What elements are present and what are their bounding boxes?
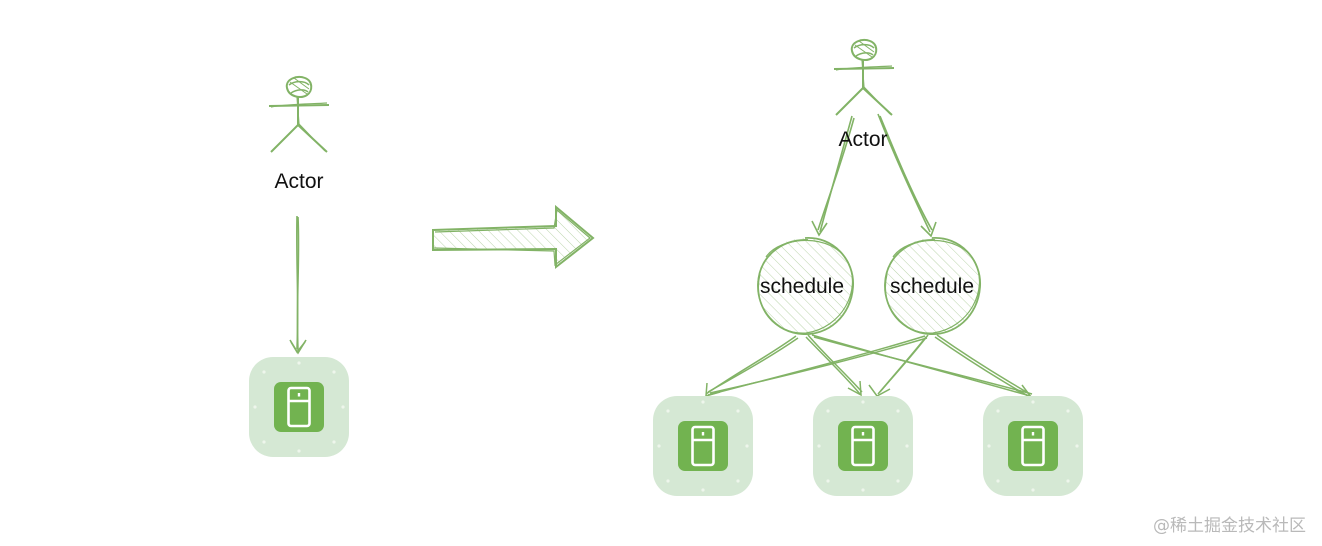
actor-to-schedule-arrows [811,113,937,238]
watermark: @稀土掘金技术社区 [1153,516,1306,536]
schedule-label: schedule [889,275,975,298]
actor-to-server-arrow [289,215,307,355]
server-icon [983,396,1083,496]
actor-label: Actor [838,128,888,151]
server-icon [653,396,753,496]
arrow-right-icon [432,204,595,270]
person-icon [833,39,895,116]
actor-label: Actor [274,170,324,193]
server-icon [813,396,913,496]
server-icon [249,357,349,457]
person-icon [268,76,330,153]
schedule-label: schedule [759,275,845,298]
schedule-to-server-arrows [705,334,1033,398]
schedule-node-2 [884,237,981,335]
schedule-node-1 [757,237,854,335]
